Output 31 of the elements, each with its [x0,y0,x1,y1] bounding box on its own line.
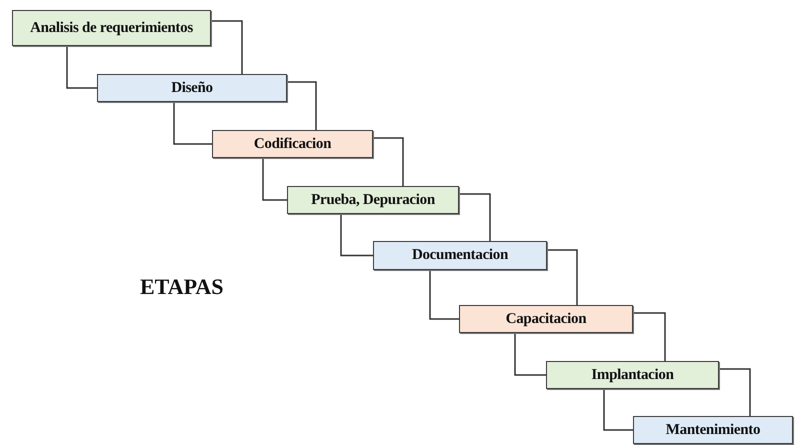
connector-line [66,46,97,89]
connector-line [547,249,578,305]
stage-box [97,74,287,102]
stage-label: Implantacion [591,366,674,384]
connector-line [459,193,491,241]
connector-line [429,270,459,320]
diagram-heading: ETAPAS [140,274,224,300]
stage-box [633,416,793,444]
stage-box [546,361,719,389]
connector-line [340,214,373,256]
connector-line [514,333,546,376]
connector-line [287,81,317,130]
connector-line [373,137,404,186]
connector-line [211,20,243,74]
stage-box [459,305,633,333]
stage-box [12,10,211,46]
connector-line [262,158,287,201]
stage-label: Capacitacion [506,310,586,328]
stage-box [212,130,373,158]
stage-label: Mantenimiento [666,422,760,438]
connector-line [719,368,751,416]
connector-line [603,389,633,431]
connector-line [173,102,212,145]
stage-label: Diseño [171,80,213,96]
stage-label: Documentacion [412,247,508,264]
connector-line [633,312,666,361]
stage-box [373,241,547,270]
stage-label: Codificacion [254,136,332,152]
stage-label: Prueba, Depuracion [311,192,435,208]
stage-box [287,186,459,214]
stage-label: Analisis de requerimientos [30,20,193,36]
